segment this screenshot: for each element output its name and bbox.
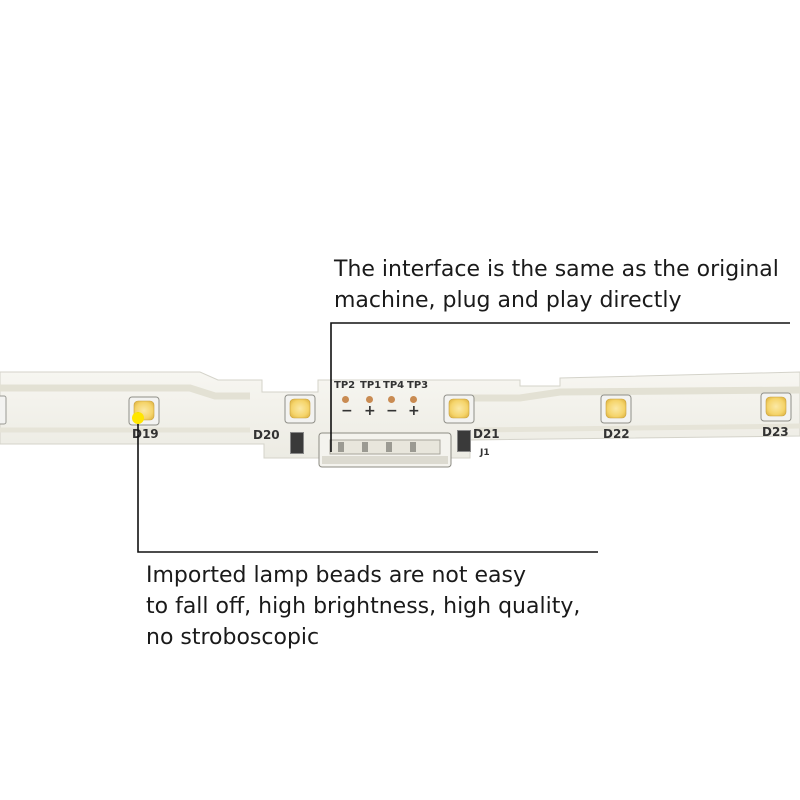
caption-line: machine, plug and play directly [334, 288, 682, 313]
test-point-pad [342, 396, 349, 403]
led-partial [0, 395, 7, 425]
silk-led-label: D20 [253, 428, 280, 442]
silk-polarity: + [408, 403, 420, 419]
pcb-trace [0, 423, 800, 433]
pcb-trace [0, 384, 800, 402]
silk-polarity: − [341, 403, 353, 419]
silk-tp: TP2 [334, 380, 356, 391]
silk-polarity: − [386, 403, 398, 419]
led-d20 [284, 394, 316, 424]
silk-led-label: D23 [762, 425, 789, 439]
callout-line-interface [330, 322, 790, 452]
test-point-pad [366, 396, 373, 403]
led-d23 [760, 392, 792, 422]
caption-interface: The interface is the same as the origina… [334, 254, 779, 316]
caption-line: no stroboscopic [146, 625, 320, 650]
resistor-component [457, 430, 471, 452]
led-d22 [600, 394, 632, 424]
connector-j1 [318, 432, 452, 468]
caption-line: to fall off, high brightness, high quali… [146, 594, 581, 619]
led-d21 [443, 394, 475, 424]
test-point-pad [388, 396, 395, 403]
test-point-pad [410, 396, 417, 403]
caption-line: The interface is the same as the origina… [334, 257, 779, 282]
silk-polarity: + [364, 403, 376, 419]
callout-line-beads [137, 412, 598, 553]
silk-tp: TP3 [407, 380, 429, 391]
silk-led-label: D22 [603, 427, 630, 441]
callout-dot-beads [132, 412, 144, 424]
resistor-component [290, 432, 304, 454]
caption-beads: Imported lamp beads are not easy to fall… [146, 560, 580, 653]
caption-line: Imported lamp beads are not easy [146, 563, 526, 588]
silk-led-label: D21 [473, 427, 500, 441]
silk-tp: TP1 [360, 380, 382, 391]
silk-connector-label: J1 [480, 448, 490, 458]
silk-tp: TP4 [383, 380, 405, 391]
